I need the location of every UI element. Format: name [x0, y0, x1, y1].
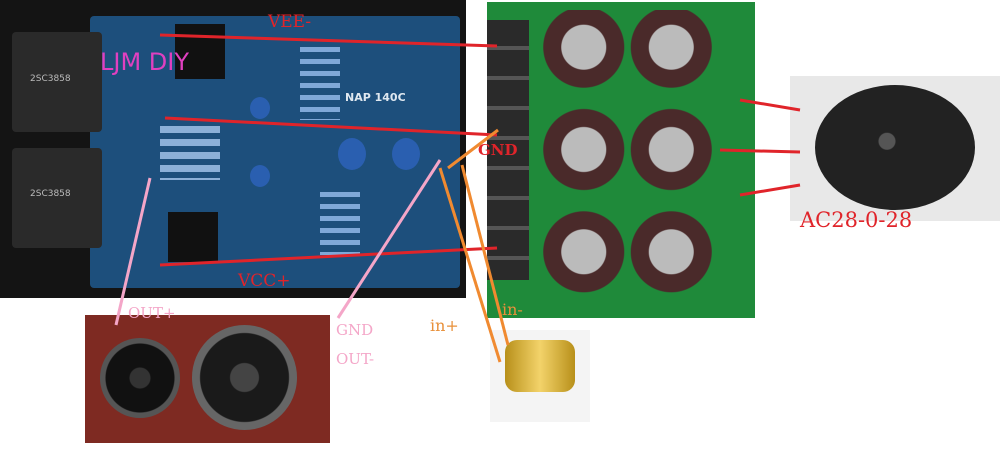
capacitor	[250, 97, 270, 119]
wire-in-plus	[438, 167, 502, 363]
wire-out-plus	[114, 177, 152, 326]
toroidal-transformer	[815, 85, 975, 210]
label-in-plus: in+	[430, 316, 459, 335]
label-vee: VEE-	[268, 12, 312, 32]
woofer	[192, 325, 297, 430]
wire-in-minus-2	[460, 164, 510, 346]
output-transistor-top	[12, 32, 102, 132]
output-transistor-bottom	[12, 148, 102, 248]
tweeter	[100, 338, 180, 418]
transistor-mark-top: 2SC3858	[30, 74, 71, 84]
label-gnd-input: GND	[478, 141, 518, 159]
label-out-plus: OUT+	[128, 304, 176, 322]
label-in-minus: in-	[502, 300, 523, 319]
label-out-minus: OUT-	[336, 350, 375, 368]
label-ac: AC28-0-28	[800, 208, 913, 232]
capacitor	[250, 165, 270, 187]
label-vcc: VCC+	[238, 271, 291, 291]
pcb-model-silkscreen: NAP 140C	[345, 91, 406, 104]
wire-gnd-out	[336, 159, 442, 319]
resistor-bank	[320, 185, 360, 255]
wire-gnd-power	[164, 116, 498, 137]
wire-vee	[159, 33, 498, 48]
resistor-bank	[160, 120, 220, 180]
terminal-block	[487, 20, 529, 280]
wire-ac-1	[739, 98, 801, 112]
transistor-mark-bottom: 2SC3858	[30, 189, 71, 199]
wire-vcc	[159, 246, 498, 267]
wire-ac-2	[719, 148, 801, 154]
wire-in-minus	[447, 128, 499, 170]
rca-jack	[505, 340, 575, 392]
label-brand: LJM DIY	[100, 48, 190, 76]
capacitor	[392, 138, 420, 170]
label-gnd-out: GND	[336, 321, 374, 339]
filter-capacitors	[540, 10, 715, 320]
resistor-bank	[300, 40, 340, 120]
capacitor	[338, 138, 366, 170]
heatsink-regulator	[168, 212, 218, 262]
wire-ac-3	[739, 183, 801, 197]
heatsink-regulator	[175, 24, 225, 79]
